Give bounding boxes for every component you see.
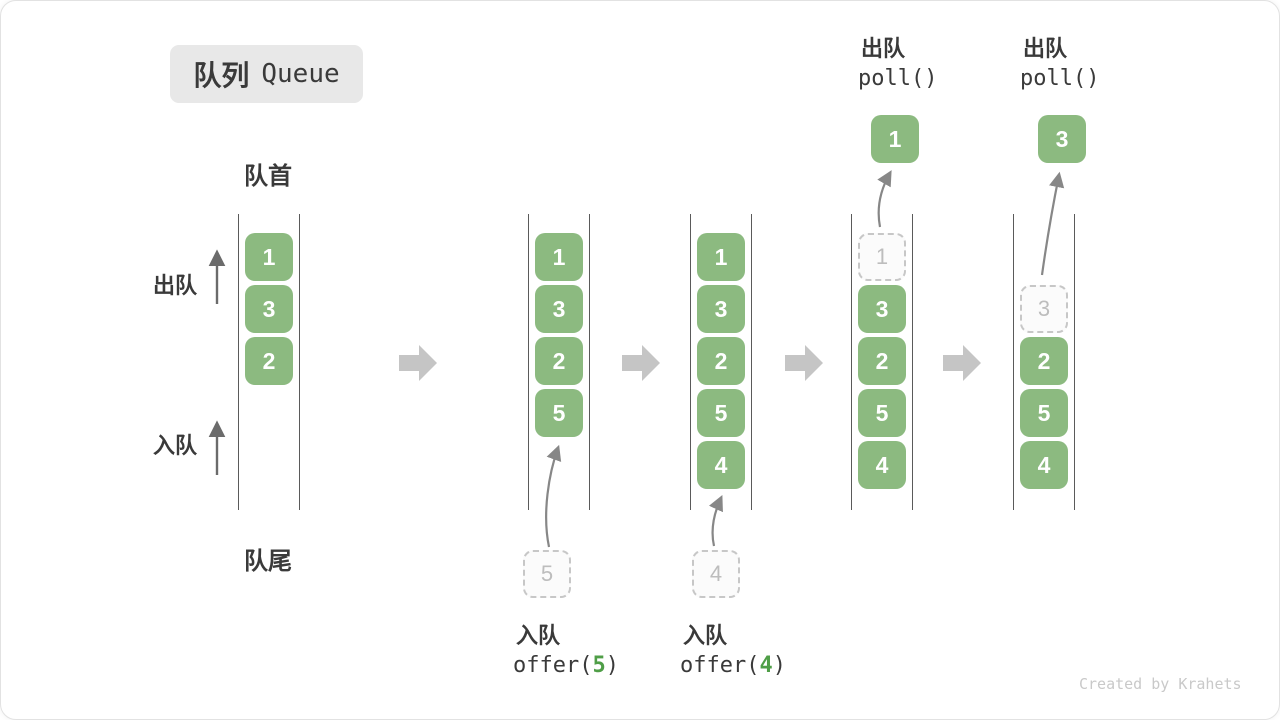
label-queue-rear: 队尾: [244, 548, 292, 575]
polled-out-box: 3: [1038, 115, 1086, 163]
title-en: Queue: [261, 59, 340, 89]
queue-box: 3: [535, 285, 583, 333]
queue-state-5-channel: [1013, 214, 1075, 510]
poll2-code: poll(): [1020, 66, 1100, 91]
poll1-code: poll(): [858, 66, 938, 91]
queue-box: 1: [245, 233, 293, 281]
title-zh: 队列: [193, 60, 250, 91]
queue-box: 1: [697, 233, 745, 281]
state-transition-arrow-1: [399, 345, 437, 381]
offer4-label: 入队: [683, 623, 728, 648]
offer4-code-pre: offer(: [680, 653, 760, 678]
label-queue-front: 队首: [244, 163, 292, 190]
queue-state-1-channel: [238, 214, 300, 510]
queue-state-3-channel: [690, 214, 752, 510]
queue-box: 2: [1020, 337, 1068, 385]
state-transition-arrow-2: [622, 345, 660, 381]
offer5-label: 入队: [516, 623, 561, 648]
label-enqueue: 入队: [153, 433, 198, 458]
polled-out-box: 1: [871, 115, 919, 163]
offer5-code: offer(5): [513, 653, 619, 678]
watermark: Created by Krahets: [1079, 675, 1242, 693]
offer4-code-arg: 4: [759, 653, 773, 678]
queue-box: 5: [858, 389, 906, 437]
polled-slot-box: 1: [858, 233, 906, 281]
queue-box: 2: [535, 337, 583, 385]
queue-box: 2: [697, 337, 745, 385]
label-dequeue: 出队: [153, 273, 198, 298]
title-badge: 队列 Queue: [170, 45, 363, 103]
polled-slot-box: 3: [1020, 285, 1068, 333]
queue-box: 2: [858, 337, 906, 385]
incoming-element-box: 5: [523, 550, 571, 598]
queue-box: 4: [858, 441, 906, 489]
queue-box: 5: [697, 389, 745, 437]
state-transition-arrow-4: [943, 345, 981, 381]
queue-box: 3: [697, 285, 745, 333]
queue-box: 5: [1020, 389, 1068, 437]
queue-box: 4: [697, 441, 745, 489]
queue-box: 3: [245, 285, 293, 333]
offer4-code-post: ): [772, 653, 786, 678]
queue-state-2-channel: [528, 214, 590, 510]
offer4-code: offer(4): [680, 653, 786, 678]
poll2-label: 出队: [1023, 36, 1068, 61]
offer5-code-pre: offer(: [513, 653, 593, 678]
queue-box: 1: [535, 233, 583, 281]
poll1-label: 出队: [861, 36, 906, 61]
queue-box: 4: [1020, 441, 1068, 489]
queue-box: 3: [858, 285, 906, 333]
offer5-code-post: ): [605, 653, 619, 678]
queue-state-4-channel: [851, 214, 913, 510]
incoming-element-box: 4: [692, 550, 740, 598]
queue-box: 5: [535, 389, 583, 437]
state-transition-arrow-3: [785, 345, 823, 381]
offer5-code-arg: 5: [592, 653, 606, 678]
queue-box: 2: [245, 337, 293, 385]
